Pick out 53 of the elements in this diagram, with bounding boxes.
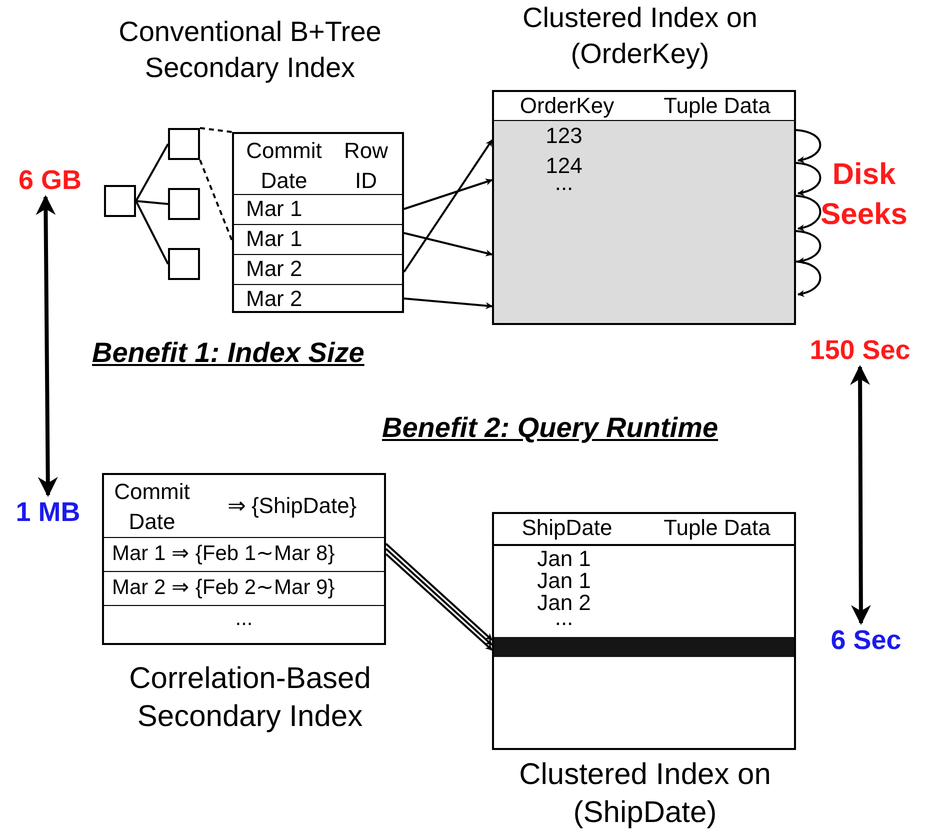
arrow: [403, 139, 493, 273]
cell-value: Jan 1: [536, 570, 592, 592]
caption: Clustered Index on (OrderKey): [521, 1, 759, 71]
tree-node-box: [104, 185, 136, 217]
annotation: Disk Seeks: [820, 157, 908, 233]
column-header: ShipDate: [520, 514, 614, 542]
table-row: Mar 1: [234, 194, 402, 224]
table-row: ...: [104, 605, 384, 645]
runtime-label: 6 Sec: [816, 623, 916, 657]
column-header: Commit Date: [113, 478, 191, 536]
heading: Benefit 2: Query Runtime: [382, 411, 720, 445]
column-header: Tuple Data: [662, 514, 772, 542]
cell-value: Jan 1: [536, 548, 592, 570]
tree-node-box: [168, 248, 200, 280]
cell-value: 123: [544, 122, 584, 150]
column-header: OrderKey: [518, 92, 616, 120]
column-header: ⇒ {ShipDate}: [226, 492, 358, 520]
arrow: [796, 260, 822, 297]
size-label: 6 GB: [6, 163, 94, 197]
clustered-index-table: [492, 512, 796, 750]
arrow: [404, 178, 493, 210]
caption: Clustered Index on (ShipDate): [518, 757, 772, 831]
connector-line: [136, 200, 168, 205]
caption: Correlation-Based Secondary Index: [128, 661, 372, 735]
double-arrow: [850, 365, 871, 625]
connector-line: [135, 200, 169, 264]
connector-line: [200, 127, 232, 133]
arrow: [796, 128, 822, 163]
arrow: [796, 162, 822, 196]
arrow: [796, 230, 822, 264]
tree-node-box: [168, 128, 200, 160]
column-header: Row ID: [342, 137, 389, 195]
correlation-index-table: [102, 473, 386, 645]
index-table: [232, 132, 404, 313]
column-header: Commit Date: [245, 137, 323, 195]
arrow: [796, 194, 822, 231]
table-row: Mar 2 ⇒ {Feb 2∼Mar 9}: [104, 571, 384, 605]
table-row: Mar 2: [234, 284, 402, 313]
table-row: Mar 1 ⇒ {Feb 1∼Mar 8}: [104, 537, 384, 571]
table-row: Mar 1: [234, 224, 402, 254]
highlighted-row-bar: [494, 637, 794, 657]
runtime-label: 150 Sec: [795, 333, 925, 367]
arrow: [404, 298, 493, 310]
connector-line: [199, 160, 233, 241]
heading: Benefit 1: Index Size: [92, 336, 366, 370]
table-row: Mar 2: [234, 254, 402, 284]
connector-line: [135, 144, 169, 202]
tree-node-box: [168, 188, 200, 220]
column-header: Tuple Data: [662, 92, 772, 120]
size-label: 1 MB: [2, 495, 94, 529]
double-arrow: [36, 195, 58, 497]
arrow: [404, 232, 493, 256]
caption: Conventional B+Tree Secondary Index: [118, 15, 382, 85]
